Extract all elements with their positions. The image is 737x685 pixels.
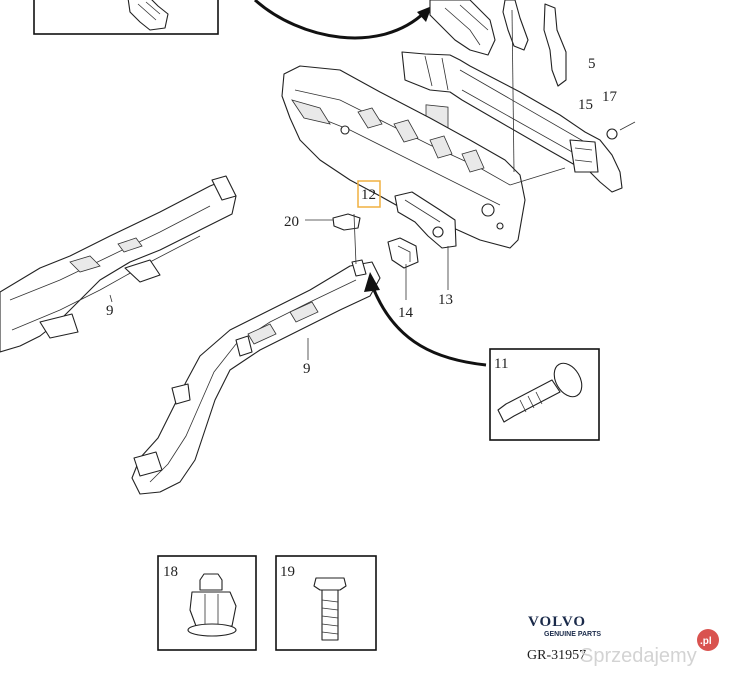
bracket-13 (394, 191, 457, 290)
callout-14: 14 (398, 305, 414, 321)
detail-box-18 (157, 555, 257, 651)
watermark: Sprzedajemy .pl (580, 629, 719, 667)
top-pieces (429, 0, 567, 87)
detail-box-19 (275, 555, 377, 651)
frame-rail-center (131, 213, 381, 495)
watermark-text: Sprzedajemy (580, 645, 697, 667)
callout-9-lower: 9 (303, 361, 311, 377)
nut-18-icon (187, 573, 237, 637)
detail-arrow-top (254, 0, 427, 40)
callout-18: 18 (163, 564, 178, 580)
bracket-20 (305, 213, 361, 231)
callout-20: 20 (284, 214, 299, 230)
detail-box-top-left (33, 0, 432, 40)
bolt-11-icon (497, 362, 583, 423)
detail-box-11 (489, 348, 600, 441)
callout-15: 15 (578, 97, 593, 113)
highlight-box-12 (357, 180, 381, 208)
callout-13: 13 (438, 292, 453, 308)
callout-12: 12 (361, 187, 376, 203)
bracket-14 (387, 237, 419, 300)
brand-subtitle: GENUINE PARTS (544, 631, 601, 638)
callout-9-upper: 9 (106, 303, 114, 319)
detail-arrow-11 (364, 272, 487, 367)
callout-17: 17 (602, 89, 618, 105)
watermark-badge-icon (697, 629, 719, 651)
callout-19: 19 (280, 564, 295, 580)
frame-rail-left (0, 175, 237, 353)
watermark-badge: .pl (700, 636, 712, 647)
callout-11: 11 (494, 356, 508, 372)
diagram-reference: GR-31957 (527, 648, 586, 663)
bolt-19-icon (313, 577, 347, 641)
brand-logo: VOLVO (528, 614, 586, 630)
callout-5: 5 (588, 56, 596, 72)
rear-panel (281, 9, 566, 249)
